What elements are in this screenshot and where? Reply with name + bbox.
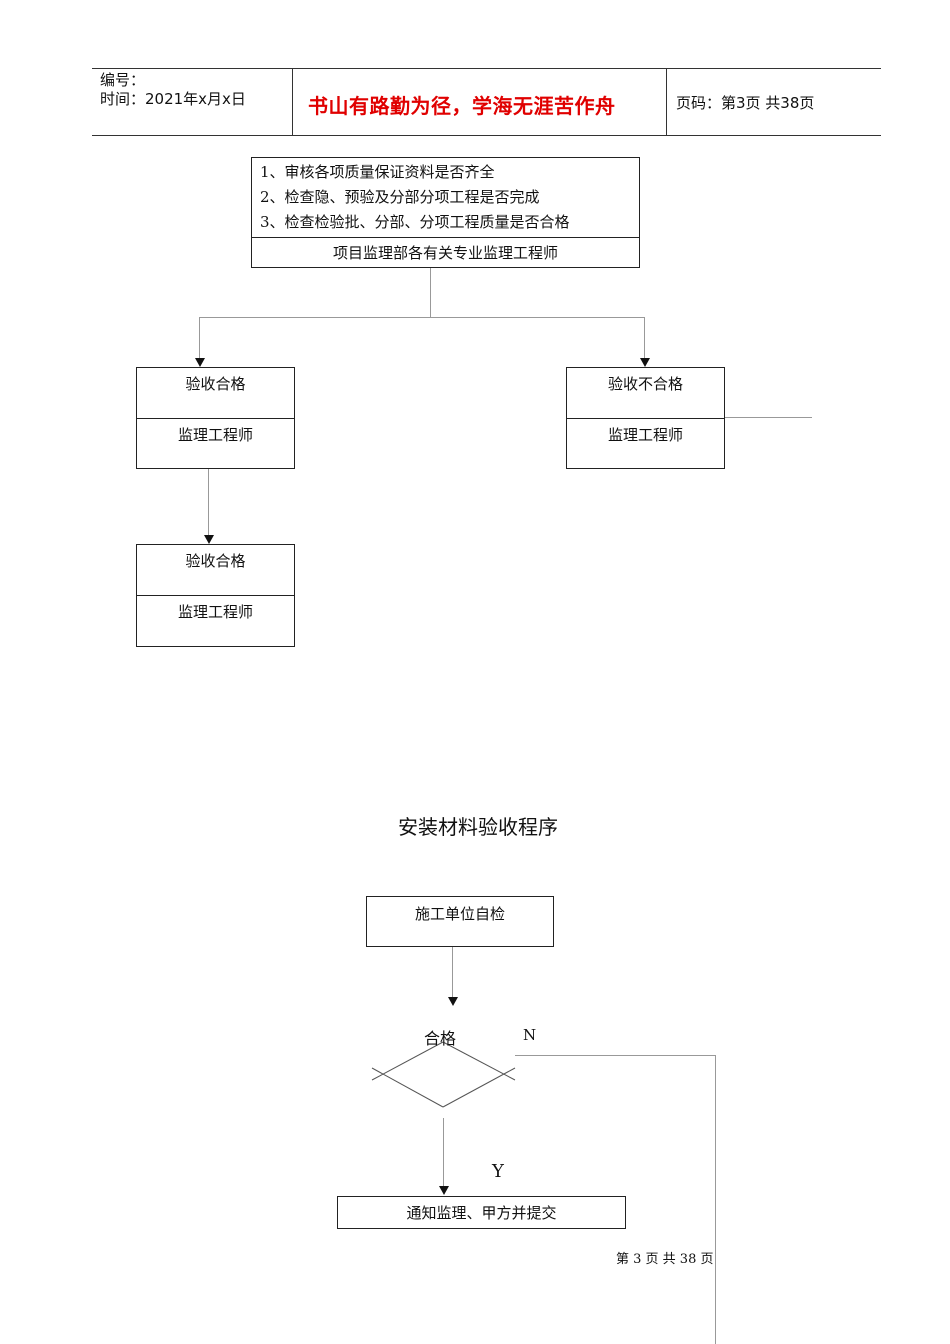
checklist-box: 1、审核各项质量保证资料是否齐全 2、检查隐、预验及分部分项工程是否完成 3、检… <box>251 157 640 268</box>
final-status: 验收合格 <box>185 552 246 570</box>
start-box-label: 施工单位自检 <box>414 905 505 923</box>
header-page-info: 页码：第3页 共38页 <box>676 94 815 112</box>
arrow-down-icon <box>195 358 205 367</box>
fail-role: 监理工程师 <box>607 426 683 444</box>
connector-line <box>199 317 645 318</box>
connector-line <box>452 947 453 997</box>
final-role: 监理工程师 <box>177 603 253 621</box>
checklist-item: 3、检查检验批、分部、分项工程质量是否合格 <box>260 213 570 231</box>
start-box: 施工单位自检 <box>366 896 554 947</box>
connector-line <box>725 417 812 418</box>
header-top-rule <box>92 68 881 69</box>
checklist-items: 1、审核各项质量保证资料是否齐全 2、检查隐、预验及分部分项工程是否完成 3、检… <box>252 160 570 235</box>
decision-label: 合格 <box>424 1029 457 1048</box>
connector-line <box>515 1055 716 1056</box>
final-box-divider <box>137 595 294 596</box>
arrow-down-icon <box>448 997 458 1006</box>
yes-label: Y <box>492 1161 504 1182</box>
notify-box-label: 通知监理、甲方并提交 <box>406 1204 557 1222</box>
header-motto: 书山有路勤为径，学海无涯苦作舟 <box>308 94 616 118</box>
no-label: N <box>523 1026 537 1044</box>
pass-status: 验收合格 <box>185 375 246 393</box>
header-bottom-rule <box>92 135 881 136</box>
connector-line <box>644 317 645 359</box>
header-divider-right <box>666 68 667 136</box>
connector-line <box>443 1118 444 1188</box>
checklist-item: 1、审核各项质量保证资料是否齐全 <box>260 163 495 181</box>
section-title: 安装材料验收程序 <box>398 815 558 839</box>
pass-box-divider <box>137 418 294 419</box>
checklist-divider <box>252 237 639 238</box>
fail-status: 验收不合格 <box>607 375 683 393</box>
connector-line <box>208 469 209 537</box>
checklist-item: 2、检查隐、预验及分部分项工程是否完成 <box>260 188 540 206</box>
notify-box: 通知监理、甲方并提交 <box>337 1196 626 1229</box>
header-divider-left <box>292 68 293 136</box>
checklist-owner: 项目监理部各有关专业监理工程师 <box>332 244 558 262</box>
connector-line <box>430 268 431 318</box>
fail-box-divider <box>567 418 724 419</box>
pass-box: 验收合格 监理工程师 <box>136 367 295 469</box>
pass-role: 监理工程师 <box>177 426 253 444</box>
document-code-label: 编号： <box>100 71 146 89</box>
connector-line <box>715 1055 716 1344</box>
arrow-down-icon <box>439 1186 449 1195</box>
page-footer: 第 3 页 共 38 页 <box>616 1252 714 1267</box>
arrow-down-icon <box>640 358 650 367</box>
decision-diamond <box>371 1041 516 1108</box>
document-time-label: 时间：2021年x月x日 <box>100 90 246 108</box>
fail-box: 验收不合格 监理工程师 <box>566 367 725 469</box>
arrow-down-icon <box>204 535 214 544</box>
connector-line <box>199 317 200 359</box>
final-box: 验收合格 监理工程师 <box>136 544 295 647</box>
